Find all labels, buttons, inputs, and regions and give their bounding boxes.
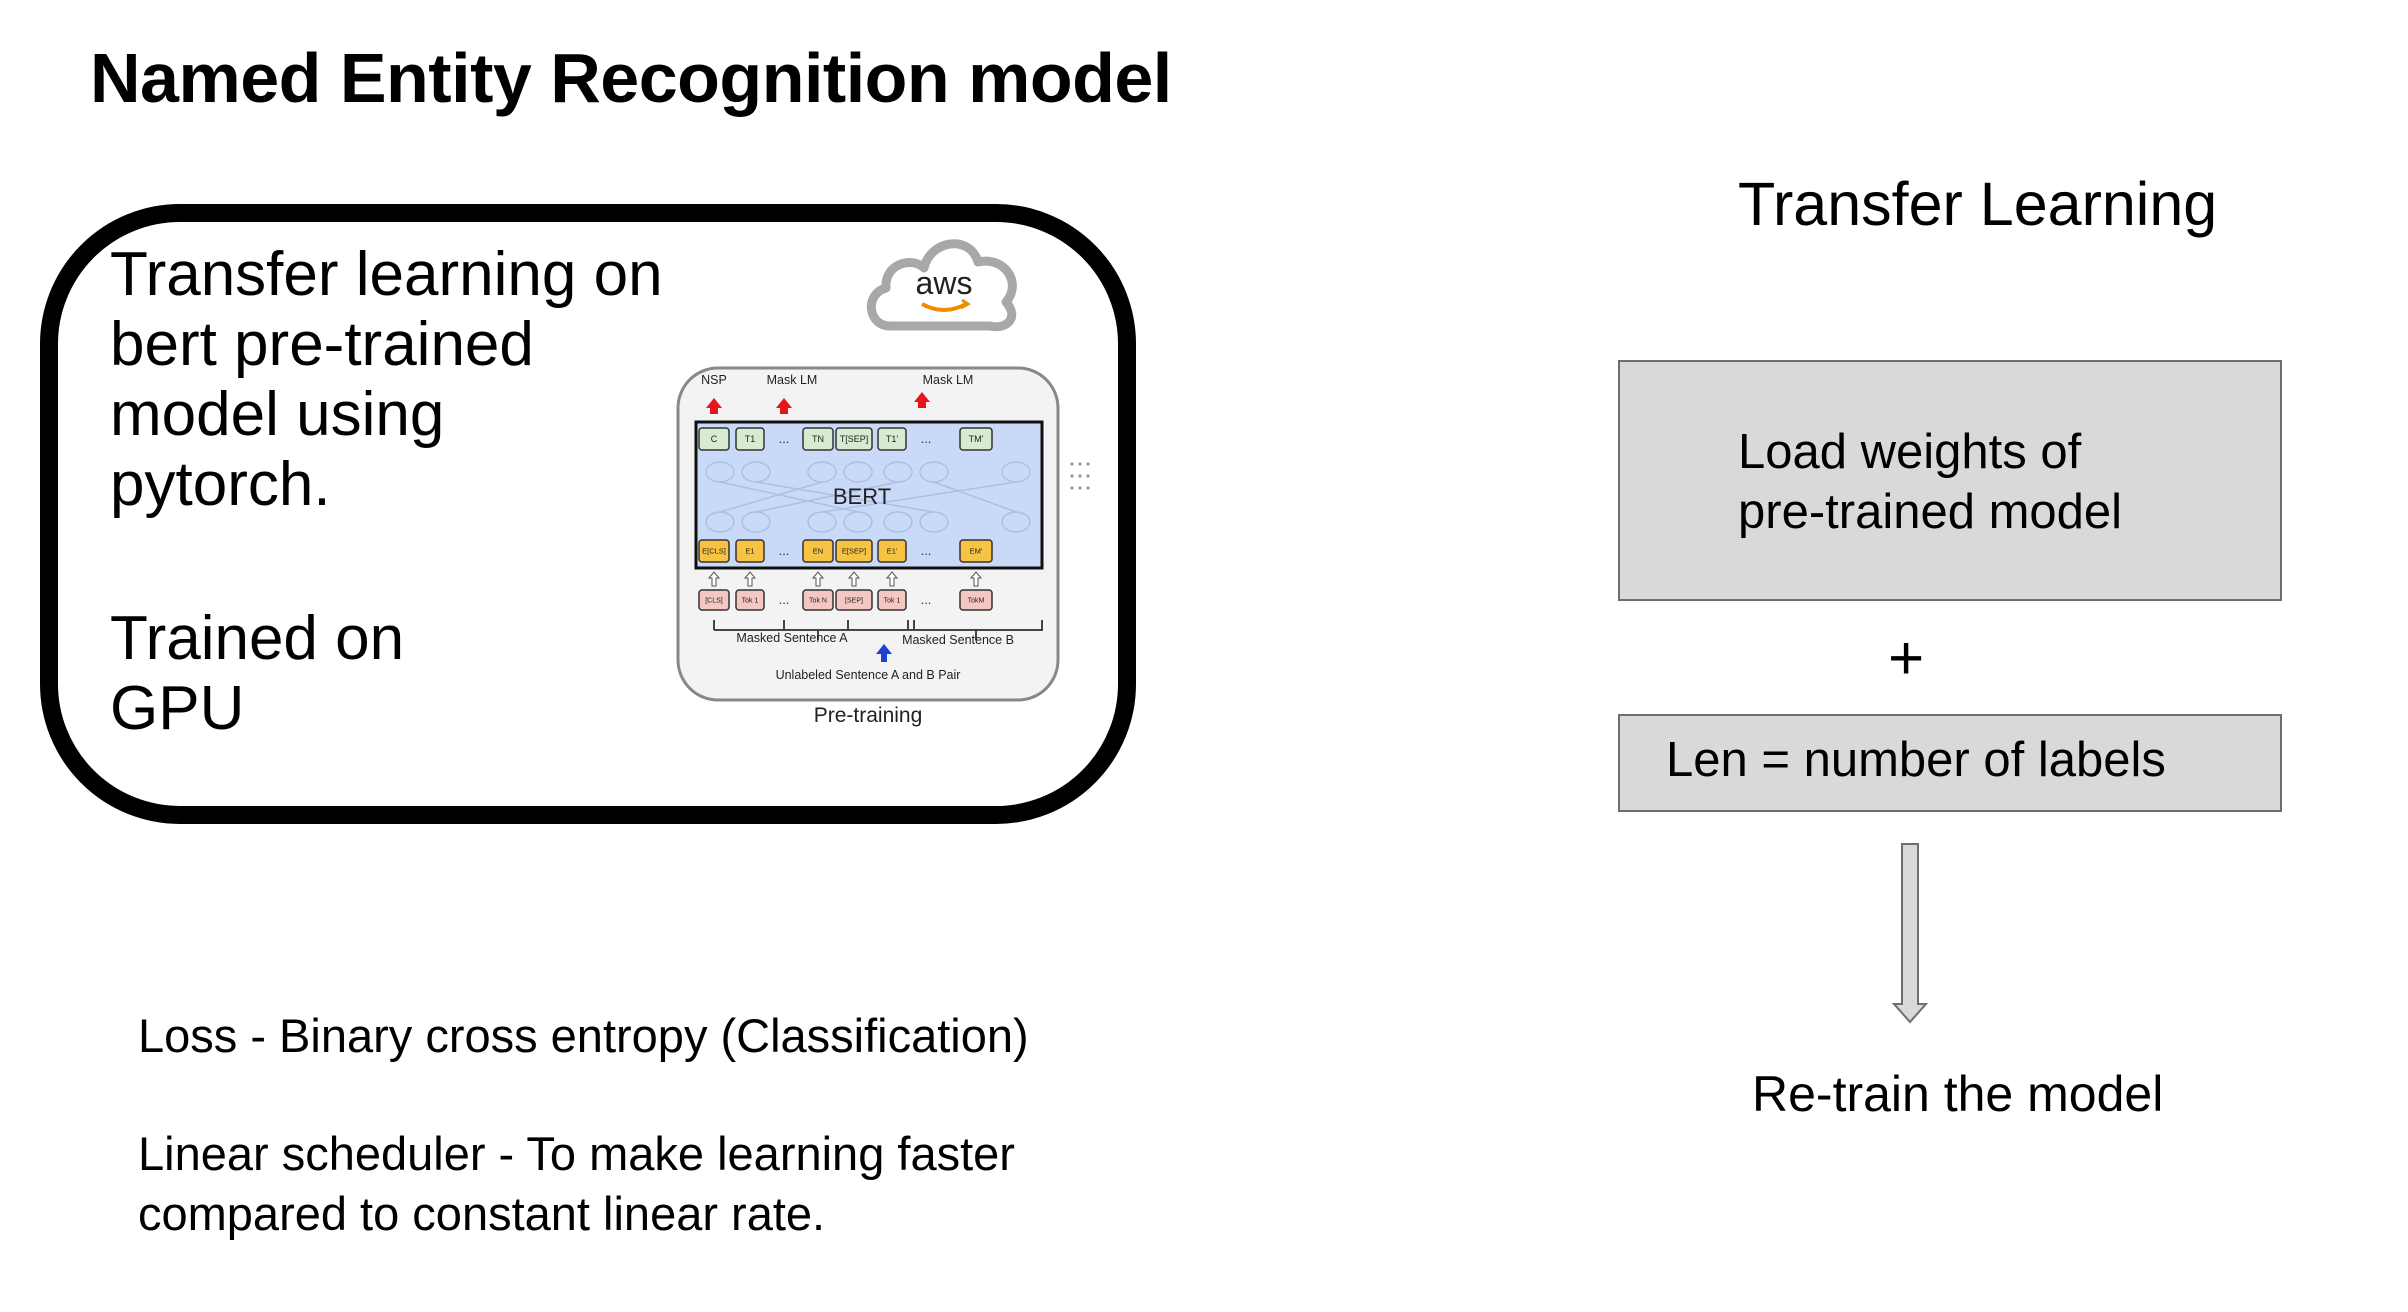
- label-length-text: Len = number of labels: [1666, 733, 2166, 787]
- scheduler-line: compared to constant linear rate.: [138, 1187, 826, 1240]
- input-token-box: [735, 589, 765, 611]
- output-token-box: [802, 427, 834, 451]
- output-arrow-icon: [706, 398, 722, 414]
- input-token-label: [CLS]: [705, 597, 723, 604]
- top-label: NSP: [701, 373, 727, 387]
- input-token-label: Tok 1: [742, 597, 759, 604]
- input-token-label: Tok N: [809, 597, 827, 604]
- embedding-token-label: EN: [813, 547, 823, 556]
- retrain-label: Re-train the model: [1752, 1066, 2164, 1122]
- output-token-box: [835, 427, 873, 451]
- aws-cloud-logo: aws: [866, 239, 1017, 332]
- card-line: GPU: [110, 674, 245, 743]
- bert-pretraining-figure: NSP Mask LM Mask LM BERT C T1... TN T[SEP] T1'…: [676, 366, 1090, 727]
- load-weights-box: Load weights of pre-trained model: [1618, 360, 2282, 601]
- card-line: model using: [110, 380, 445, 449]
- output-arrow-icon: [776, 398, 792, 414]
- input-arrow-icon: [876, 644, 892, 662]
- embedding-token-label: E[CLS]: [702, 547, 726, 556]
- output-token-label: T1: [745, 434, 756, 444]
- input-token-box: [698, 589, 730, 611]
- bert-model-label: BERT: [833, 484, 891, 509]
- pair-label: Unlabeled Sentence A and B Pair: [776, 668, 961, 682]
- aws-logo-text: aws: [916, 265, 973, 301]
- output-token-label: T1': [886, 434, 899, 444]
- output-arrow-icon: [914, 392, 930, 408]
- input-token-box: [959, 589, 993, 611]
- output-token-label: T[SEP]: [840, 434, 869, 444]
- loss-note: Loss - Binary cross entropy (Classificat…: [138, 1009, 1029, 1062]
- output-token-ellipsis: ...: [921, 431, 932, 446]
- scheduler-note: Linear scheduler - To make learning fast…: [138, 1124, 1015, 1244]
- embedding-token-ellipsis: ...: [921, 543, 932, 558]
- top-label: Mask LM: [767, 373, 818, 387]
- embedding-token-box: [698, 539, 730, 563]
- output-token-label: C: [711, 434, 718, 444]
- card-line: pytorch.: [110, 450, 331, 519]
- embed-arrow-icon: [885, 571, 899, 587]
- embedding-token-label: E[SEP]: [842, 547, 866, 556]
- input-token-label: [SEP]: [845, 597, 863, 604]
- embedding-token-box: [802, 539, 834, 563]
- page-title: Named Entity Recognition model: [90, 39, 1172, 117]
- plus-sign: +: [1888, 624, 1925, 693]
- output-token-box: [698, 427, 730, 451]
- load-weights-text: Load weights of pre-trained model: [1738, 422, 2122, 542]
- embedding-token-box: [835, 539, 873, 563]
- label-length-box: Len = number of labels: [1618, 714, 2282, 812]
- embed-arrow-icon: [969, 571, 983, 587]
- output-token-label: TN: [812, 434, 824, 444]
- scheduler-line: Linear scheduler - To make learning fast…: [138, 1127, 1015, 1180]
- transfer-learning-heading: Transfer Learning: [1738, 170, 2218, 238]
- output-token-label: TM': [969, 434, 984, 444]
- sentence-b-label: Masked Sentence B: [902, 633, 1014, 647]
- embed-arrow-icon: [811, 571, 825, 587]
- embedding-token-ellipsis: ...: [779, 543, 790, 558]
- output-token-box: [877, 427, 907, 451]
- card-line: bert pre-trained: [110, 310, 534, 379]
- sentence-a-label: Masked Sentence A: [736, 631, 848, 645]
- embedding-token-label: E1': [887, 547, 898, 556]
- output-token-box: [959, 427, 993, 451]
- input-token-box: [802, 589, 834, 611]
- card-line: Transfer learning on: [110, 240, 663, 309]
- figure-caption: Pre-training: [814, 704, 923, 727]
- embedding-token-box: [735, 539, 765, 563]
- embed-arrow-icon: [847, 571, 861, 587]
- embed-arrow-icon: [743, 571, 757, 587]
- input-token-box: [835, 589, 873, 611]
- card-line: Trained on: [110, 604, 405, 673]
- input-token-box: [877, 589, 907, 611]
- box-line: pre-trained model: [1738, 485, 2123, 539]
- input-token-ellipsis: ...: [779, 592, 790, 607]
- down-arrow-icon: [1891, 843, 1929, 1024]
- embedding-token-label: E1: [745, 547, 754, 556]
- embedding-token-box: [877, 539, 907, 563]
- input-token-label: Tok 1: [884, 597, 901, 604]
- embed-arrow-icon: [707, 571, 721, 587]
- output-token-box: [735, 427, 765, 451]
- input-token-ellipsis: ...: [921, 592, 932, 607]
- box-line: Load weights of: [1738, 425, 2082, 479]
- card-training-note: Trained on GPU: [110, 604, 730, 744]
- input-token-label: TokM: [968, 597, 985, 604]
- top-label: Mask LM: [923, 373, 974, 387]
- output-token-ellipsis: ...: [779, 431, 790, 446]
- card-description: Transfer learning on bert pre-trained mo…: [110, 240, 730, 520]
- embedding-token-label: EM': [970, 547, 983, 556]
- embedding-token-box: [959, 539, 993, 563]
